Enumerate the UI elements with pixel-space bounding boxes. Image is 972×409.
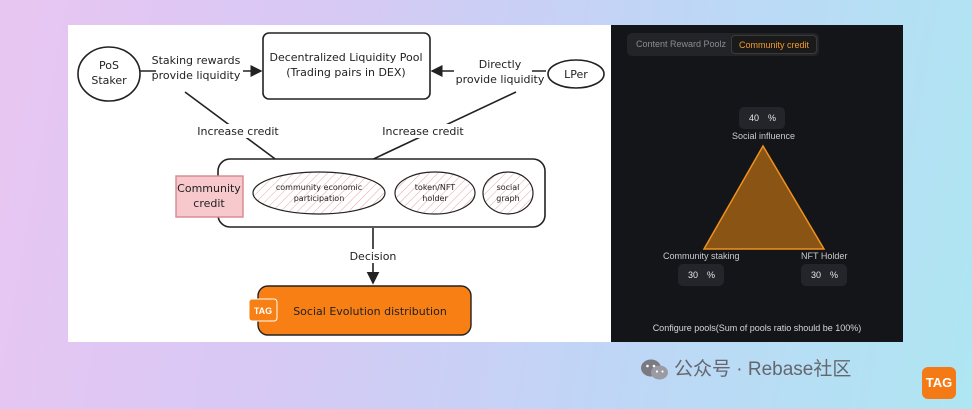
nft-holder-input[interactable]: 30 % <box>801 264 847 286</box>
tag-badge-small <box>248 298 278 322</box>
social-evolution-label: Social Evolution distribution <box>293 305 447 318</box>
community-staking-unit: % <box>706 270 715 280</box>
community-staking-input[interactable]: 30 % <box>678 264 724 286</box>
lper-node <box>547 59 605 89</box>
liquidity-pool-node <box>262 32 431 100</box>
tag-badge-small-text: TAG <box>254 306 272 316</box>
nft-holder-value: 30 <box>811 270 822 280</box>
economic-participation-node <box>252 171 386 215</box>
liquidity-pool-label: Decentralized Liquidity Pool(Trading pai… <box>269 51 422 79</box>
ratio-triangle-chart <box>702 144 826 250</box>
community-credit-node <box>175 175 244 218</box>
community-staking-label: Community staking <box>663 251 740 261</box>
social-influence-label: Social influence <box>732 131 796 141</box>
tag-badge-logo: TAG <box>922 367 956 399</box>
social-influence-input[interactable]: 40 % <box>739 107 785 129</box>
pool-tabs: Content Reward Poolz Community credit <box>627 33 819 56</box>
decision-label: Decision <box>350 250 397 263</box>
pos-staker-node <box>77 46 141 102</box>
social-influence-value: 40 <box>749 113 760 123</box>
lper-label: LPer <box>564 68 588 81</box>
tab-content-reward-poolz[interactable]: Content Reward Poolz <box>635 39 727 49</box>
community-staking-value: 30 <box>688 270 699 280</box>
social-graph-node <box>482 171 534 215</box>
tab-community-credit[interactable]: Community credit <box>731 35 817 54</box>
ratio-triangle <box>702 144 826 250</box>
wechat-icon <box>641 359 668 380</box>
increase-credit-left-label: Increase credit <box>197 125 279 138</box>
configure-pools-note: Configure pools(Sum of pools ratio shoul… <box>652 323 862 333</box>
config-panel: Content Reward Poolz Community credit 40… <box>611 25 903 342</box>
nft-holder-label: NFT Holder <box>801 251 848 261</box>
watermark-text: 公众号 · Rebase社区 <box>674 359 852 380</box>
nft-holder-unit: % <box>829 270 838 280</box>
token-nft-holder-node <box>394 171 476 215</box>
social-influence-unit: % <box>767 113 776 123</box>
increase-credit-right-label: Increase credit <box>382 125 464 138</box>
